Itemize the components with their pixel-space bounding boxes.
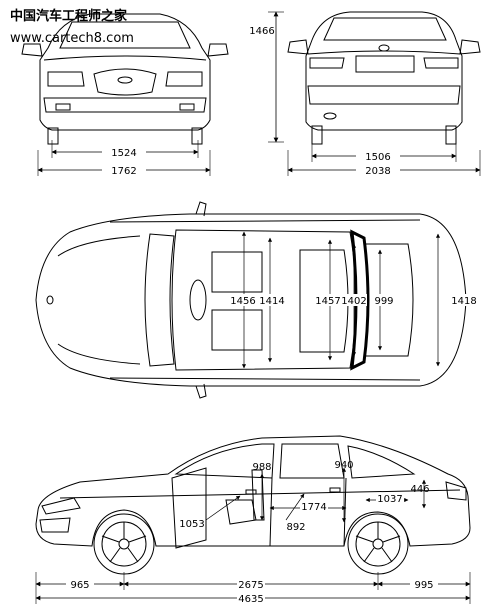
- dim-body-width-top: 1418: [451, 296, 476, 307]
- dim-rear-track: 1506: [365, 152, 390, 163]
- dim-front-seat-to-rear: 1774: [301, 502, 326, 513]
- dim-front-track: 1524: [111, 148, 136, 159]
- dim-trunk-height: 446: [410, 484, 429, 495]
- front-dimensions: 1524 1762: [37, 140, 211, 177]
- dim-front-width: 1762: [111, 166, 136, 177]
- dim-trunk-length: 1037: [377, 494, 402, 505]
- dim-front-overhang: 965: [70, 580, 89, 591]
- dim-rear-hip: 1402: [341, 296, 366, 307]
- rear-view: [287, 11, 481, 145]
- dim-front-shoulder: 1456: [230, 296, 255, 307]
- height-dimension: 1466: [249, 11, 284, 143]
- dim-overall-length: 4635: [238, 594, 263, 605]
- side-dimensions: 988 940 1037 446 1053 1774 892: [179, 460, 429, 533]
- watermark-chinese: 中国汽车工程师之家: [10, 8, 128, 24]
- side-view: [35, 435, 471, 575]
- dim-width-mirrors: 2038: [365, 166, 390, 177]
- top-dimensions: 1456 1414 1457 1402 999 1418: [230, 231, 478, 369]
- dim-front-legroom: 1053: [179, 519, 204, 530]
- dim-rear-overhang: 995: [414, 580, 433, 591]
- dim-rear-shoulder: 1457: [315, 296, 340, 307]
- dim-wheelbase: 2675: [238, 580, 263, 591]
- rear-dimensions: 1506 2038: [287, 144, 481, 177]
- watermark-url: www.cartech8.com: [10, 31, 134, 46]
- dim-trunk-width: 999: [374, 296, 393, 307]
- dim-front-headroom: 988: [252, 462, 271, 473]
- length-dimensions: 965 2675 995 4635: [35, 572, 471, 605]
- watermark: 中国汽车工程师之家 www.cartech8.com: [10, 8, 134, 46]
- dim-front-height: 1466: [249, 26, 274, 37]
- front-view: [21, 13, 229, 145]
- dim-rear-headroom: 940: [334, 460, 353, 471]
- dim-rear-legroom: 892: [286, 522, 305, 533]
- dim-front-hip: 1414: [259, 296, 284, 307]
